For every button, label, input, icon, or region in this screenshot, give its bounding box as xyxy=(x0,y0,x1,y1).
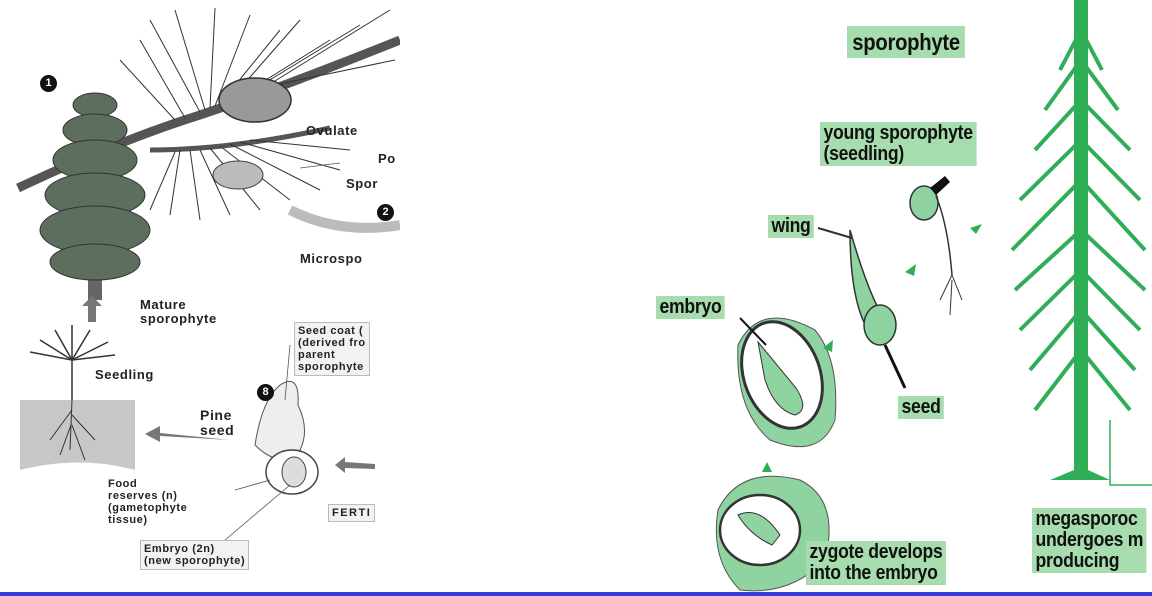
seedling-roots xyxy=(940,275,962,315)
zygote-label: zygote develops into the embryo xyxy=(806,541,946,585)
sporophyll-label: Spor xyxy=(346,177,378,191)
seedling-stem xyxy=(936,196,952,275)
embryo-icon xyxy=(282,457,306,487)
fertilization-arrow-icon xyxy=(335,457,375,473)
pine-life-cycle-panel: 1 2 8 Ovulate Po Spor Microspo Mature sp… xyxy=(0,0,400,596)
ovulate-cone xyxy=(219,78,291,122)
step-number: 2 xyxy=(377,204,394,221)
sporophyte-label: sporophyte xyxy=(847,26,965,58)
seed-label: seed xyxy=(898,396,944,419)
microsporangia-label: Microspo xyxy=(300,252,363,266)
seed-body xyxy=(864,305,896,345)
soil xyxy=(20,400,135,470)
seedling-label: Seedling xyxy=(95,368,154,382)
pine-seed-label: Pine seed xyxy=(200,408,234,438)
megasporocyte-label: megasporoc undergoes m producing xyxy=(1032,508,1147,573)
seedling-icon xyxy=(30,325,115,400)
step-number: 8 xyxy=(257,384,274,401)
wing-label: wing xyxy=(768,215,814,238)
food-reserves-label: Food reserves (n) (gametophyte tissue) xyxy=(108,478,187,526)
wing-pointer xyxy=(818,228,852,238)
seed-coat-label: Seed coat ( (derived fro parent sporophy… xyxy=(294,322,370,376)
ovulate-label: Ovulate xyxy=(306,124,358,138)
fertilization-label: FERTI xyxy=(328,504,375,522)
step-number: 1 xyxy=(40,75,57,92)
embryo-label: embryo xyxy=(656,296,725,319)
mature-tree-trunk xyxy=(1074,0,1088,480)
seed-pointer xyxy=(885,345,905,388)
bottom-border xyxy=(0,592,1152,596)
mature-tree-icon xyxy=(40,93,150,280)
sporophyte-development-panel: sporophyte young sporophyte (seedling) w… xyxy=(640,0,1152,596)
pollen-cone xyxy=(213,161,263,189)
pollen-label: Po xyxy=(378,152,396,166)
embryo-2n-label: Embryo (2n) (new sporophyte) xyxy=(140,540,249,570)
young-sporophyte-label: young sporophyte (seedling) xyxy=(820,122,976,166)
mature-sporophyte-label: Mature sporophyte xyxy=(140,298,217,326)
